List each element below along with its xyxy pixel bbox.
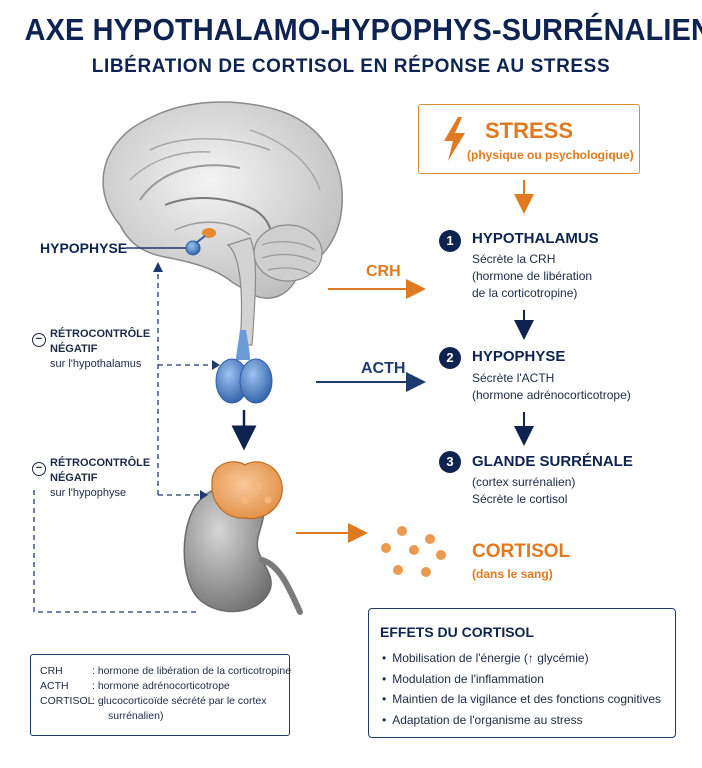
step-desc-glande-surrenale: (cortex surrénalien)Sécrète le cortisol bbox=[472, 475, 576, 506]
crh-label: CRH bbox=[366, 263, 401, 280]
stress-subtitle: (physique ou psychologique) bbox=[467, 148, 634, 162]
effect-item: Modulation de l'inflammation bbox=[382, 669, 661, 690]
feedback-arrowhead-right-2 bbox=[200, 490, 208, 500]
minus-circle-icon: − bbox=[32, 462, 46, 476]
brain-icon bbox=[102, 101, 343, 346]
hypophyse-label: HYPOPHYSE bbox=[40, 240, 128, 256]
step-title-glande-surrenale: GLANDE SURRÉNALE bbox=[472, 453, 633, 470]
cortisol-subtitle: (dans le sang) bbox=[472, 567, 553, 581]
step-title-hypothalamus: HYPOTHALAMUS bbox=[472, 230, 599, 247]
legend-row: CORTISOL: glucocorticoïde sécrété par le… bbox=[40, 695, 267, 707]
feedback-hypophyse: RÉTROCONTRÔLE NÉGATIF sur l'hypophyse bbox=[50, 457, 151, 499]
effect-item: Mobilisation de l'énergie (↑ glycémie) bbox=[382, 648, 661, 669]
negative-feedback-lines bbox=[33, 265, 218, 613]
step-desc-hypophyse: Sécrète l'ACTH(hormone adrénocorticotrop… bbox=[472, 371, 631, 402]
effect-item: Maintien de la vigilance et des fonction… bbox=[382, 689, 661, 710]
legend-box bbox=[30, 654, 290, 736]
minus-circle-icon: − bbox=[32, 333, 46, 347]
legend-row: surrénalien) bbox=[108, 710, 164, 722]
cortisol-molecules-icon bbox=[381, 526, 446, 577]
step-number-3: 3 bbox=[439, 451, 461, 473]
feedback-arrowhead-right-1 bbox=[212, 360, 220, 370]
stress-title: STRESS bbox=[485, 118, 574, 143]
step-number-2: 2 bbox=[439, 347, 461, 369]
legend-row: CRH: hormone de libération de la cortico… bbox=[40, 665, 292, 677]
adrenal-gland-icon bbox=[211, 461, 283, 520]
page-title: AXE HYPOTHALAMO-HYPOPHYS-SURRÉNALIEN bbox=[24, 12, 702, 47]
step-number-1: 1 bbox=[439, 230, 461, 252]
feedback-arrowhead-up bbox=[153, 262, 163, 272]
cortisol-title: CORTISOL bbox=[472, 541, 571, 562]
page-subtitle: LIBÉRATION DE CORTISOL EN RÉPONSE AU STR… bbox=[91, 56, 611, 77]
feedback-hypothalamus: RÉTROCONTRÔLE NÉGATIF sur l'hypothalamus bbox=[50, 328, 151, 370]
effect-item: Adaptation de l'organisme au stress bbox=[382, 710, 661, 731]
acth-label: ACTH bbox=[361, 360, 406, 377]
effects-list: Mobilisation de l'énergie (↑ glycémie) M… bbox=[382, 648, 661, 730]
effects-title: EFFETS DU CORTISOL bbox=[380, 624, 534, 640]
lightning-icon bbox=[444, 117, 465, 161]
pituitary-gland-icon bbox=[215, 330, 273, 404]
legend-row: ACTH: hormone adrénocorticotrope bbox=[40, 680, 230, 692]
legend-list: CRH: hormone de libération de la cortico… bbox=[40, 664, 291, 724]
step-title-hypophyse: HYPOPHYSE bbox=[472, 348, 566, 365]
